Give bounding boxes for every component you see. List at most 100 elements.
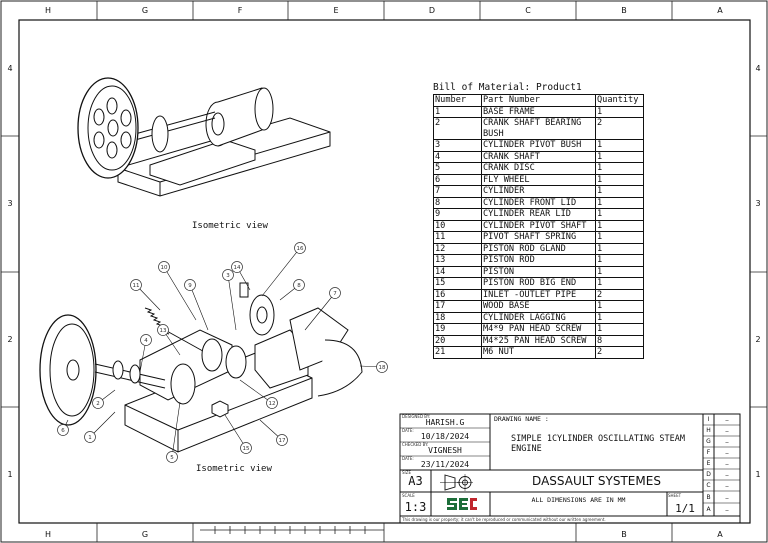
scale-label: SCALE — [402, 493, 415, 498]
bom-quantity-cell: 1 — [595, 219, 644, 232]
balloon-callout: 14 — [231, 261, 243, 273]
bom-part-cell: INLET -OUTLET PIPE — [481, 288, 596, 301]
bom-quantity-cell: 1 — [595, 139, 644, 152]
balloon-number: 18 — [379, 365, 386, 371]
bom-part-cell: CYLINDER FRONT LID — [481, 196, 596, 209]
balloon-number: 17 — [279, 438, 286, 444]
balloon-number: 11 — [133, 283, 140, 289]
bom-part-cell: CYLINDER LAGGING — [481, 311, 596, 324]
balloon-callout: 12 — [266, 397, 278, 409]
revision-letter: C — [706, 482, 711, 489]
bom-number-cell: 3 — [433, 139, 482, 152]
bom-quantity-cell: 1 — [595, 105, 644, 118]
balloon-callout: 5 — [166, 451, 178, 463]
bom-number-cell: 14 — [433, 265, 482, 278]
drawing-name-label: DRAWING NAME : — [494, 415, 549, 423]
bom-number-cell: 5 — [433, 162, 482, 175]
balloon-callout: 1 — [84, 431, 96, 443]
balloon-callout: 15 — [240, 442, 252, 454]
bom-part-cell: CRANK SHAFT — [481, 150, 596, 163]
balloon-callout: 18 — [376, 361, 388, 373]
zone-label-bottom: A — [717, 530, 723, 539]
bom-quantity-cell: 1 — [595, 231, 644, 244]
checked-by-value: VIGNESH — [428, 446, 462, 455]
balloon-number: 15 — [243, 446, 250, 452]
balloon-number: 8 — [297, 283, 301, 289]
view-label-top: Isometric view — [192, 221, 268, 231]
balloon-callout: 10 — [158, 261, 170, 273]
zone-label-right: 2 — [755, 335, 761, 344]
bom-number-cell: 19 — [433, 323, 482, 336]
bom-number-cell: 18 — [433, 311, 482, 324]
zone-label-top: A — [717, 6, 723, 15]
top-isometric-view — [77, 77, 331, 197]
exploded-isometric-view — [39, 247, 383, 458]
size-value: A3 — [408, 474, 423, 488]
revision-letter: G — [706, 438, 711, 445]
bom-part-cell: M6 NUT — [481, 346, 596, 359]
bom-quantity-cell: 1 — [595, 254, 644, 267]
bom-part-cell: M4*9 PAN HEAD SCREW — [481, 323, 596, 336]
balloon-number: 5 — [170, 455, 174, 461]
revision-letter: F — [706, 449, 711, 456]
bom-number-cell: 12 — [433, 242, 482, 255]
designed-date-value: 10/18/2024 — [420, 432, 470, 441]
checked-date-value: 23/11/2024 — [420, 460, 470, 469]
revision-mark: _ — [725, 458, 729, 465]
sheet-value: 1/1 — [675, 502, 695, 515]
bom-quantity-cell: 1 — [595, 311, 644, 324]
bom-number-cell: 13 — [433, 254, 482, 267]
bom-part-cell: CYLINDER PIVOT SHAFT — [481, 219, 596, 232]
revision-letter: A — [706, 506, 711, 513]
balloon-callout: 8 — [293, 279, 305, 291]
zone-label-bottom: B — [621, 530, 627, 539]
company-logo-icon — [446, 496, 478, 512]
balloon-number: 13 — [160, 328, 167, 334]
zone-label-left: 4 — [7, 64, 13, 73]
date-label: DATE: — [402, 428, 414, 433]
balloon-callout: 11 — [130, 279, 142, 291]
bom-header-cell: Number — [433, 94, 482, 107]
bom-quantity-cell: 1 — [595, 185, 644, 198]
designed-by-label: DESIGNED BY: — [402, 414, 431, 419]
bom-header-cell: Quantity — [595, 94, 644, 107]
zone-label-left: 1 — [7, 470, 13, 479]
balloon-number: 4 — [144, 338, 148, 344]
bom-part-cell: PISTON ROD BIG END — [481, 277, 596, 290]
zone-label-top: D — [428, 6, 436, 15]
bom-quantity-cell: 1 — [595, 265, 644, 278]
bom-part-cell: CRANK SHAFT BEARING BUSH — [481, 117, 596, 140]
bom-quantity-cell: 2 — [595, 346, 644, 359]
revision-letter: E — [706, 460, 711, 467]
view-label-bottom: Isometric view — [196, 464, 272, 474]
revision-letter: H — [706, 427, 711, 434]
bom-quantity-cell: 1 — [595, 277, 644, 290]
scale-value: 1:3 — [404, 500, 427, 514]
balloon-callout: 13 — [157, 324, 169, 336]
bom-quantity-cell: 1 — [595, 162, 644, 175]
zone-label-top: B — [621, 6, 627, 15]
revision-mark: _ — [725, 414, 729, 421]
zone-label-right: 3 — [755, 199, 761, 208]
bom-quantity-cell: 1 — [595, 173, 644, 186]
bom-quantity-cell: 2 — [595, 288, 644, 301]
bom-number-cell: 16 — [433, 288, 482, 301]
balloon-callout: 4 — [140, 334, 152, 346]
bom-header-row: Number Part Number Quantity — [433, 94, 644, 107]
zone-label-bottom: H — [44, 530, 51, 539]
balloon-callout: 6 — [57, 424, 69, 436]
bom-number-cell: 7 — [433, 185, 482, 198]
